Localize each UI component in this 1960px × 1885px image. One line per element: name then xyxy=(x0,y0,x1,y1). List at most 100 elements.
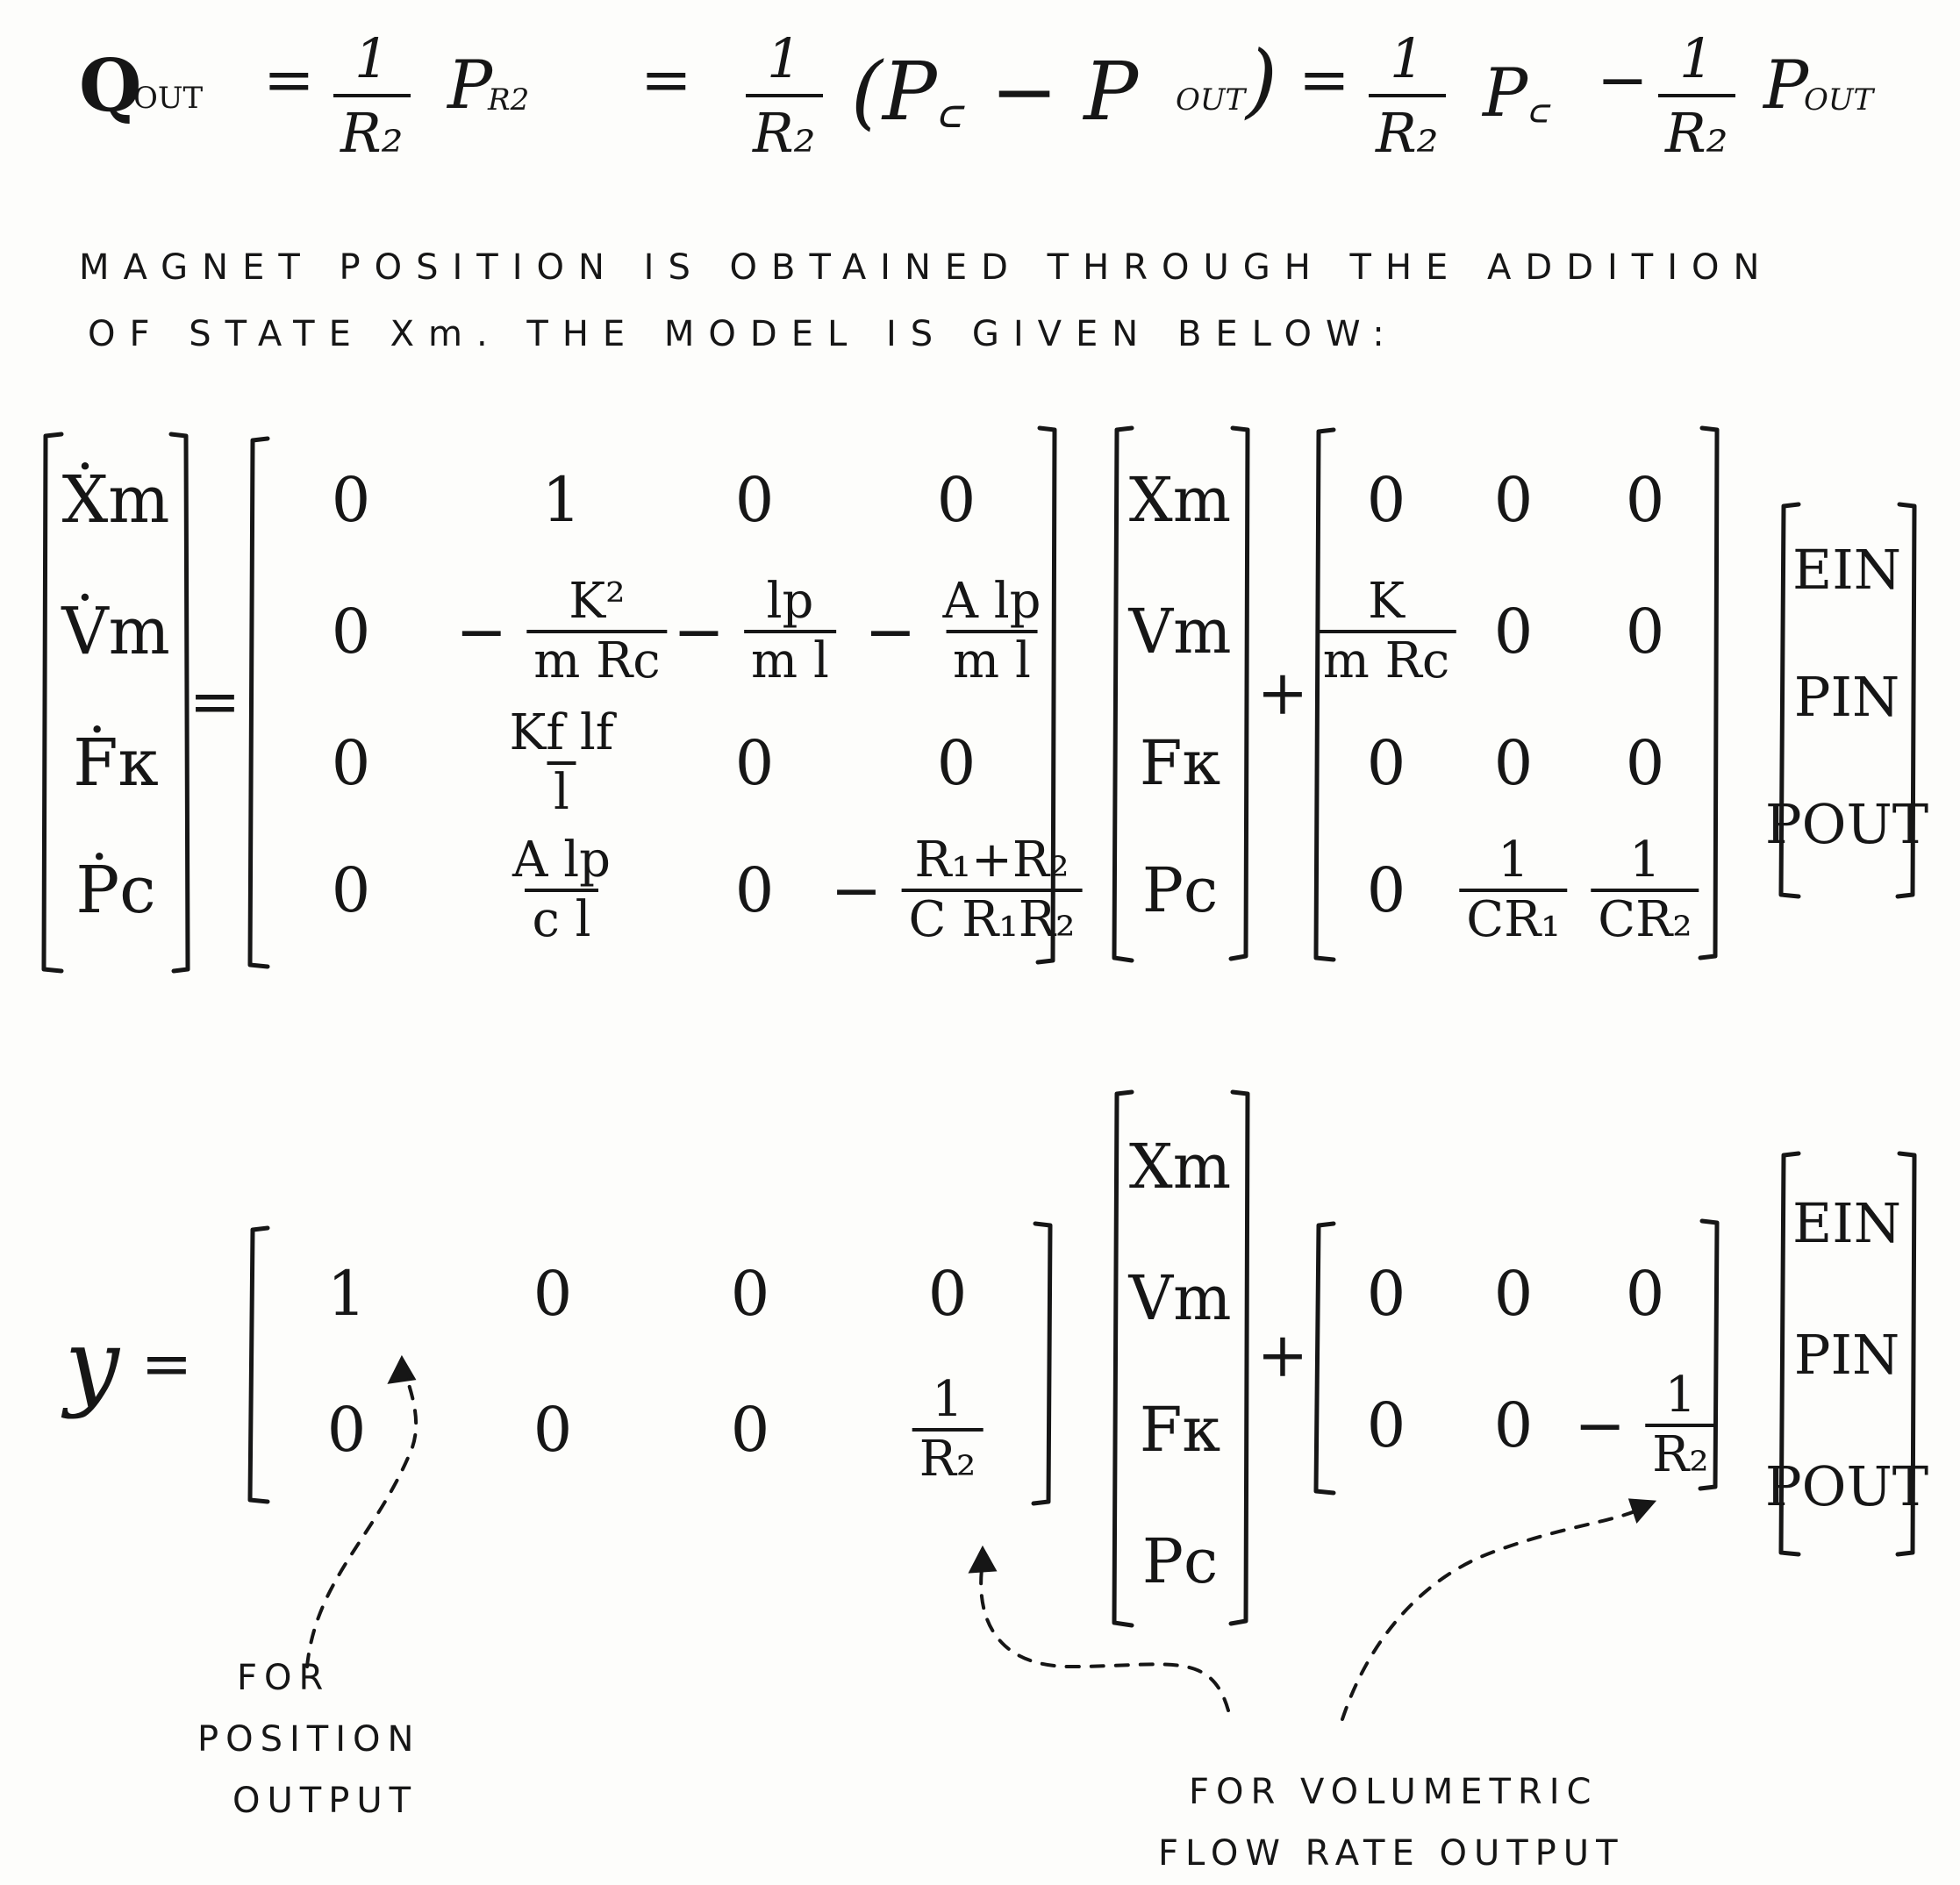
bracket xyxy=(1895,502,1917,899)
bracket xyxy=(1035,425,1057,965)
denominator: l xyxy=(547,761,576,818)
numerator: 1 xyxy=(767,26,802,90)
variable: P xyxy=(1763,46,1809,124)
bracket xyxy=(1112,425,1134,963)
matrix-entry: PIN xyxy=(1793,1323,1900,1387)
matrix-entry: 0 xyxy=(326,1394,367,1466)
denominator: C R₁R₂ xyxy=(901,889,1083,945)
numerator: 1 xyxy=(1664,1367,1697,1424)
annotation-position-3: OUTPUT xyxy=(232,1781,418,1821)
minus-sign: − xyxy=(864,596,936,668)
bracket xyxy=(1313,427,1336,962)
bracket xyxy=(1112,1089,1134,1628)
matrix-entry: 0 xyxy=(331,727,371,799)
minus-sign: − xyxy=(673,596,745,668)
numerator: A lp xyxy=(942,573,1041,630)
matrix-entry: Vm xyxy=(1128,1262,1232,1334)
numerator: 1 xyxy=(932,1371,963,1428)
subscript: R2 xyxy=(488,82,530,118)
minus-sign: − xyxy=(830,854,902,926)
qout-lhs-sub: OUT xyxy=(133,81,204,116)
matrix-entry: Pc xyxy=(1141,854,1219,926)
numerator: Kf lf xyxy=(509,704,614,761)
variable: P xyxy=(447,46,493,124)
matrix-entry: 0 xyxy=(734,727,775,799)
bracket xyxy=(168,432,190,974)
denominator: CR₁ xyxy=(1459,889,1568,945)
matrix-entry: 0 xyxy=(1493,1389,1534,1461)
matrix-entry: 0 xyxy=(730,1258,770,1330)
arrow-head xyxy=(968,1545,998,1574)
matrix-entry: 0 xyxy=(730,1394,770,1466)
matrix-entry: 0 xyxy=(1625,596,1665,668)
matrix-entry: Ṗc xyxy=(75,853,156,928)
matrix-entry: 0 xyxy=(533,1258,573,1330)
description-line-2: OF STATE Xm. THE MODEL IS GIVEN BELOW: xyxy=(88,314,1398,354)
arrow-line-position xyxy=(305,1367,418,1668)
matrix-entry: 0 xyxy=(1366,727,1406,799)
annotation-position-2: POSITION xyxy=(197,1719,421,1760)
denominator: R₂ xyxy=(746,94,823,165)
matrix-entry: POUT xyxy=(1764,1454,1929,1518)
matrix-entry: 0 xyxy=(533,1394,573,1466)
arrow-line-flow-2 xyxy=(1341,1507,1642,1721)
denominator: c l xyxy=(525,889,598,945)
equals-sign: = xyxy=(189,666,241,738)
matrix-entry: 0 xyxy=(1493,464,1534,536)
matrix-entry: 0 xyxy=(734,464,775,536)
bracket xyxy=(1778,502,1801,899)
arrow-head xyxy=(1627,1498,1657,1524)
bracket xyxy=(1698,425,1720,960)
matrix-entry: 0 xyxy=(1625,464,1665,536)
bracket xyxy=(1228,425,1250,961)
qout-lhs: Q xyxy=(79,44,142,128)
numerator: R₁+R₂ xyxy=(914,832,1069,889)
matrix-entry: 0 xyxy=(1625,1258,1665,1330)
matrix-entry: V̇m xyxy=(61,594,170,669)
matrix-entry: 1 xyxy=(541,464,582,536)
bracket xyxy=(1698,1218,1720,1491)
matrix-entry: 0 xyxy=(1366,1389,1406,1461)
matrix-entry: EIN xyxy=(1792,1191,1901,1255)
matrix-entry: 0 xyxy=(1366,464,1406,536)
matrix-entry: PIN xyxy=(1793,665,1900,729)
matrix-entry: 0 xyxy=(734,854,775,926)
matrix-entry: 0 xyxy=(1366,854,1406,926)
bracket xyxy=(247,436,270,969)
bracket xyxy=(1228,1089,1250,1626)
matrix-entry: 0 xyxy=(1625,727,1665,799)
output-y: y xyxy=(64,1308,120,1420)
numerator: 1 xyxy=(1679,26,1714,90)
matrix-entry: Xm xyxy=(1128,464,1232,536)
matrix-entry: 0 xyxy=(1366,1258,1406,1330)
description-line-1: MAGNET POSITION IS OBTAINED THROUGH THE … xyxy=(79,247,1774,288)
matrix-entry: Xm xyxy=(1128,1131,1232,1203)
matrix-entry: 0 xyxy=(1493,1258,1534,1330)
denominator: R₂ xyxy=(1658,94,1735,165)
bracket xyxy=(1895,1151,1917,1557)
numerator: 1 xyxy=(1629,832,1661,889)
annotation-flow-2: FLOW RATE OUTPUT xyxy=(1158,1833,1625,1874)
numerator: K xyxy=(1368,573,1405,630)
minus-sign: − xyxy=(1574,1389,1646,1461)
close-paren: ) xyxy=(1246,33,1277,127)
subscript: OUT xyxy=(1176,82,1246,118)
